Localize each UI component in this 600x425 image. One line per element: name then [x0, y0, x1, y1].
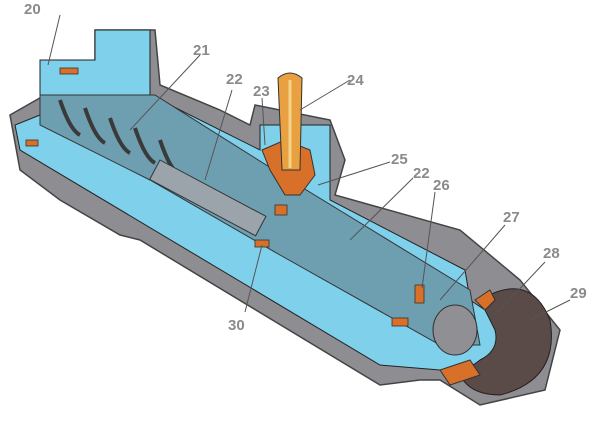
- pusher: [432, 304, 478, 356]
- callout-28: 28: [543, 245, 560, 262]
- cap-seal: [439, 289, 496, 386]
- callout-22-right: 22: [413, 165, 430, 182]
- callout-29: 29: [570, 285, 587, 302]
- callout-26: 26: [433, 177, 450, 194]
- callout-20: 20: [24, 1, 41, 18]
- callout-23: 23: [253, 83, 270, 100]
- leader-lines: [47, 14, 571, 321]
- callout-24: 24: [347, 72, 364, 89]
- callout-22-left: 22: [226, 71, 243, 88]
- callout-21: 21: [193, 42, 210, 59]
- seals: [25, 67, 425, 327]
- callout-25: 25: [391, 151, 408, 168]
- callout-30: 30: [228, 317, 245, 334]
- piston: [148, 159, 267, 237]
- callout-27: 27: [503, 209, 520, 226]
- return-spring: [58, 99, 182, 177]
- end-cap: [459, 288, 552, 396]
